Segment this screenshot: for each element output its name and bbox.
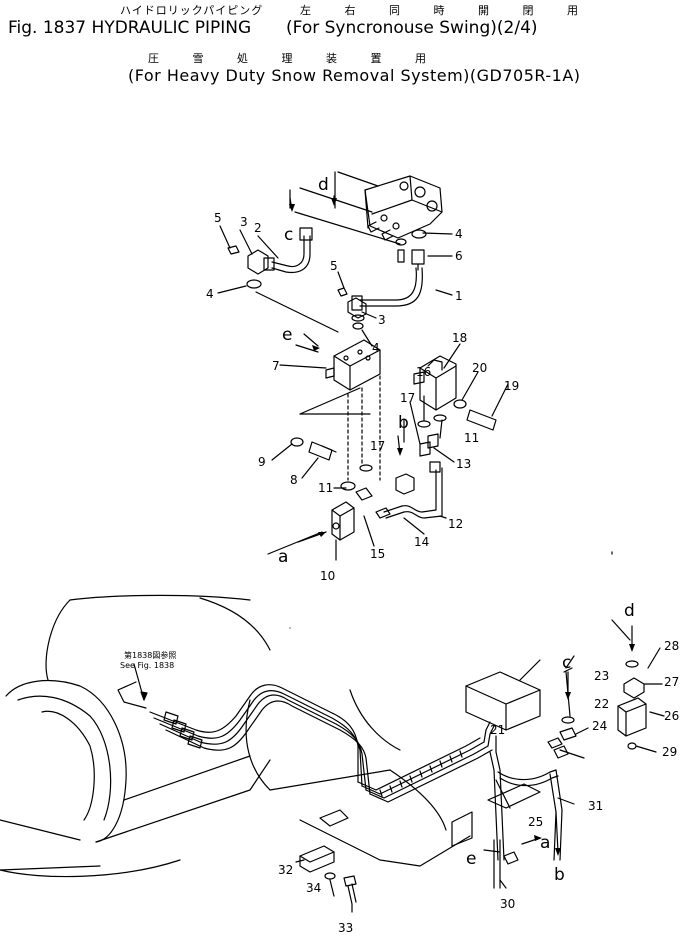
swing-text: For Syncronouse Swing (292, 18, 491, 38)
callout-17-right: 17 (400, 391, 415, 405)
callout-4-top: 4 (455, 227, 463, 241)
frame-outline (0, 594, 471, 878)
letter-e-upper: e (282, 325, 292, 345)
callout-11-left: 11 (318, 481, 333, 495)
callout-10: 10 (320, 569, 335, 583)
callout-15: 15 (370, 547, 385, 561)
callout-23: 23 (594, 669, 609, 683)
snow-text: For Heavy Duty Snow Removal System (134, 66, 464, 85)
callout-13: 13 (456, 457, 471, 471)
letter-b-lower: b (554, 865, 565, 885)
callout-5-center: 5 (330, 259, 338, 273)
callout-4-left: 4 (206, 287, 214, 301)
figure-title: Fig. 1837 HYDRAULIC PIPING (8, 18, 252, 38)
callout-31: 31 (588, 799, 603, 813)
manifold-block (325, 339, 381, 391)
callout-11-right: 11 (464, 431, 479, 445)
letter-a-lower: a (540, 833, 550, 853)
page-number: (2/4) (496, 18, 538, 38)
callout-2: 2 (254, 221, 262, 235)
callout-33: 33 (338, 921, 353, 935)
callout-20: 20 (472, 361, 487, 375)
callout-24: 24 (592, 719, 607, 733)
callout-18: 18 (452, 331, 467, 345)
title-jp: ハイドロリックパイピング (120, 4, 264, 17)
snow-label: (For Heavy Duty Snow Removal System)(GD7… (128, 66, 581, 85)
callout-27: 27 (664, 675, 679, 689)
see-fig-jp: 第1838図参照 (124, 650, 176, 660)
callout-25: 25 (528, 815, 543, 829)
callout-12: 12 (448, 517, 463, 531)
callout-6: 6 (455, 249, 463, 263)
model-text: GD705R-1A (476, 66, 574, 85)
callout-28: 28 (664, 639, 679, 653)
callout-17-center: 17 (370, 439, 385, 453)
letter-e-lower: e (466, 849, 476, 869)
letter-c-lower: c (562, 653, 571, 673)
letter-a-upper: a (278, 547, 288, 567)
callout-3-center: 3 (378, 313, 386, 327)
valve-18 (413, 355, 457, 411)
upper-valve-block (364, 175, 443, 241)
letter-c-upper: c (284, 225, 293, 245)
callout-9: 9 (258, 455, 266, 469)
letter-d-lower: d (624, 601, 635, 621)
callout-32: 32 (278, 863, 293, 877)
callout-34: 34 (306, 881, 321, 895)
callout-30: 30 (500, 897, 515, 911)
snow-jp: 圧 雪 処 理 装 置 用 (148, 52, 441, 65)
swing-label: (For Syncronouse Swing)(2/4) (286, 18, 538, 38)
callout-7: 7 (272, 359, 280, 373)
swing-jp: 左 右 同 時 開 閉 用 (300, 4, 593, 17)
see-fig-en: See Fig. 1838 (120, 661, 174, 670)
pipe-bundle (149, 684, 495, 803)
letter-d-upper: d (318, 175, 329, 195)
callout-1: 1 (455, 289, 463, 303)
callout-26: 26 (664, 709, 679, 723)
callout-5-left: 5 (214, 211, 222, 225)
callout-3-left: 3 (240, 215, 248, 229)
letter-b-upper: b (398, 413, 409, 433)
callout-22: 22 (594, 697, 609, 711)
callout-4-center: 4 (372, 341, 380, 355)
callout-16: 16 (416, 365, 431, 379)
callout-21: 21 (490, 723, 505, 737)
callout-8: 8 (290, 473, 298, 487)
callout-14: 14 (414, 535, 429, 549)
callout-19: 19 (504, 379, 519, 393)
callout-29: 29 (662, 745, 677, 759)
